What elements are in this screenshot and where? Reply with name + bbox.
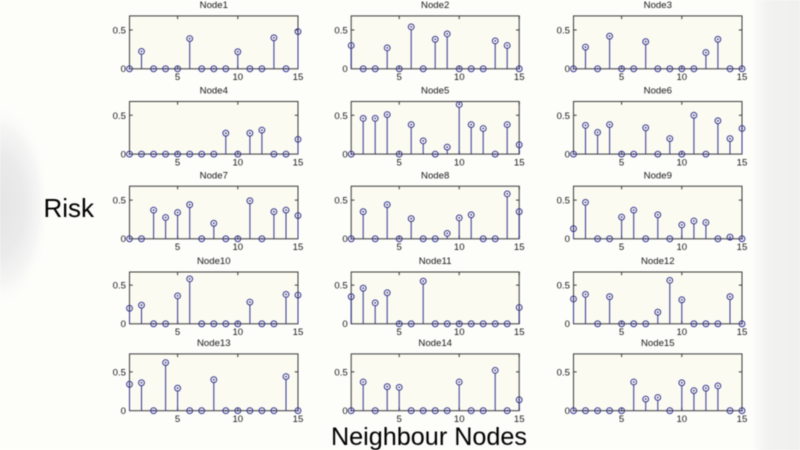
svg-text:5: 5 xyxy=(175,72,180,83)
svg-text:5: 5 xyxy=(619,414,624,425)
svg-text:15: 15 xyxy=(737,327,748,338)
svg-text:15: 15 xyxy=(737,72,748,83)
svg-text:0.5: 0.5 xyxy=(334,196,347,207)
svg-text:5: 5 xyxy=(619,72,624,83)
svg-text:15: 15 xyxy=(737,414,748,425)
svg-text:10: 10 xyxy=(676,327,687,338)
svg-text:10: 10 xyxy=(676,414,687,425)
svg-text:Node12: Node12 xyxy=(641,256,675,267)
svg-text:0.5: 0.5 xyxy=(557,196,570,207)
svg-text:10: 10 xyxy=(232,242,243,253)
svg-text:0: 0 xyxy=(565,406,570,417)
svg-text:10: 10 xyxy=(676,158,687,169)
svg-text:5: 5 xyxy=(619,327,624,338)
svg-text:15: 15 xyxy=(293,327,304,338)
svg-text:10: 10 xyxy=(454,242,465,253)
svg-text:0: 0 xyxy=(342,406,347,417)
svg-text:5: 5 xyxy=(619,158,624,169)
svg-text:Node13: Node13 xyxy=(197,338,231,349)
svg-text:5: 5 xyxy=(175,414,180,425)
svg-text:Node2: Node2 xyxy=(421,0,449,11)
svg-text:0.5: 0.5 xyxy=(334,111,347,122)
svg-text:15: 15 xyxy=(737,158,748,169)
svg-text:10: 10 xyxy=(676,72,687,83)
svg-text:10: 10 xyxy=(454,414,465,425)
svg-text:0: 0 xyxy=(121,150,126,161)
svg-text:0.5: 0.5 xyxy=(557,111,570,122)
svg-text:Node4: Node4 xyxy=(200,86,229,97)
svg-text:15: 15 xyxy=(514,158,525,169)
svg-text:0.5: 0.5 xyxy=(557,367,570,378)
svg-text:0: 0 xyxy=(565,150,570,161)
svg-text:15: 15 xyxy=(293,158,304,169)
svg-text:Node11: Node11 xyxy=(419,256,452,267)
svg-text:10: 10 xyxy=(454,327,465,338)
svg-text:0: 0 xyxy=(342,234,347,245)
svg-text:5: 5 xyxy=(397,327,402,338)
svg-text:5: 5 xyxy=(175,327,180,338)
svg-text:0.5: 0.5 xyxy=(113,280,126,291)
svg-text:Node14: Node14 xyxy=(418,338,452,349)
svg-text:15: 15 xyxy=(514,327,525,338)
svg-text:5: 5 xyxy=(175,158,180,169)
svg-text:0.5: 0.5 xyxy=(334,25,347,36)
svg-text:Node5: Node5 xyxy=(421,86,449,97)
svg-text:5: 5 xyxy=(397,158,402,169)
svg-text:0: 0 xyxy=(121,64,126,75)
svg-text:Node9: Node9 xyxy=(644,170,672,181)
svg-text:Node1: Node1 xyxy=(200,0,228,11)
svg-text:Risk: Risk xyxy=(44,193,96,223)
svg-text:15: 15 xyxy=(737,242,748,253)
svg-text:5: 5 xyxy=(397,72,402,83)
svg-text:0: 0 xyxy=(342,319,347,330)
svg-text:5: 5 xyxy=(397,414,402,425)
svg-text:0: 0 xyxy=(342,150,347,161)
svg-text:0: 0 xyxy=(565,319,570,330)
svg-text:0.5: 0.5 xyxy=(113,196,126,207)
svg-text:0.5: 0.5 xyxy=(113,25,126,36)
svg-text:15: 15 xyxy=(514,414,525,425)
svg-text:10: 10 xyxy=(232,158,243,169)
svg-text:15: 15 xyxy=(514,72,525,83)
svg-text:10: 10 xyxy=(454,158,465,169)
svg-text:0: 0 xyxy=(565,234,570,245)
svg-text:Node8: Node8 xyxy=(421,170,449,181)
svg-text:10: 10 xyxy=(454,72,465,83)
svg-text:0.5: 0.5 xyxy=(334,367,347,378)
svg-text:10: 10 xyxy=(232,414,243,425)
svg-text:0: 0 xyxy=(342,64,347,75)
svg-text:15: 15 xyxy=(293,414,304,425)
svg-text:0: 0 xyxy=(121,319,126,330)
svg-text:0.5: 0.5 xyxy=(557,280,570,291)
svg-text:5: 5 xyxy=(175,242,180,253)
svg-text:10: 10 xyxy=(676,242,687,253)
svg-text:Node15: Node15 xyxy=(641,338,675,349)
svg-text:5: 5 xyxy=(397,242,402,253)
svg-text:Node7: Node7 xyxy=(200,170,228,181)
svg-text:Neighbour Nodes: Neighbour Nodes xyxy=(331,423,527,450)
svg-text:0: 0 xyxy=(121,234,126,245)
svg-text:5: 5 xyxy=(619,242,624,253)
svg-text:15: 15 xyxy=(514,242,525,253)
svg-text:Node10: Node10 xyxy=(197,256,231,267)
svg-text:0.5: 0.5 xyxy=(113,111,126,122)
svg-text:0.5: 0.5 xyxy=(113,367,126,378)
svg-text:Node3: Node3 xyxy=(644,0,672,11)
svg-text:Node6: Node6 xyxy=(644,86,672,97)
svg-text:15: 15 xyxy=(293,242,304,253)
svg-text:0: 0 xyxy=(565,64,570,75)
svg-text:10: 10 xyxy=(232,72,243,83)
svg-text:10: 10 xyxy=(232,327,243,338)
svg-text:15: 15 xyxy=(293,72,304,83)
svg-text:0: 0 xyxy=(121,406,126,417)
svg-text:0.5: 0.5 xyxy=(334,280,347,291)
svg-text:0.5: 0.5 xyxy=(557,25,570,36)
